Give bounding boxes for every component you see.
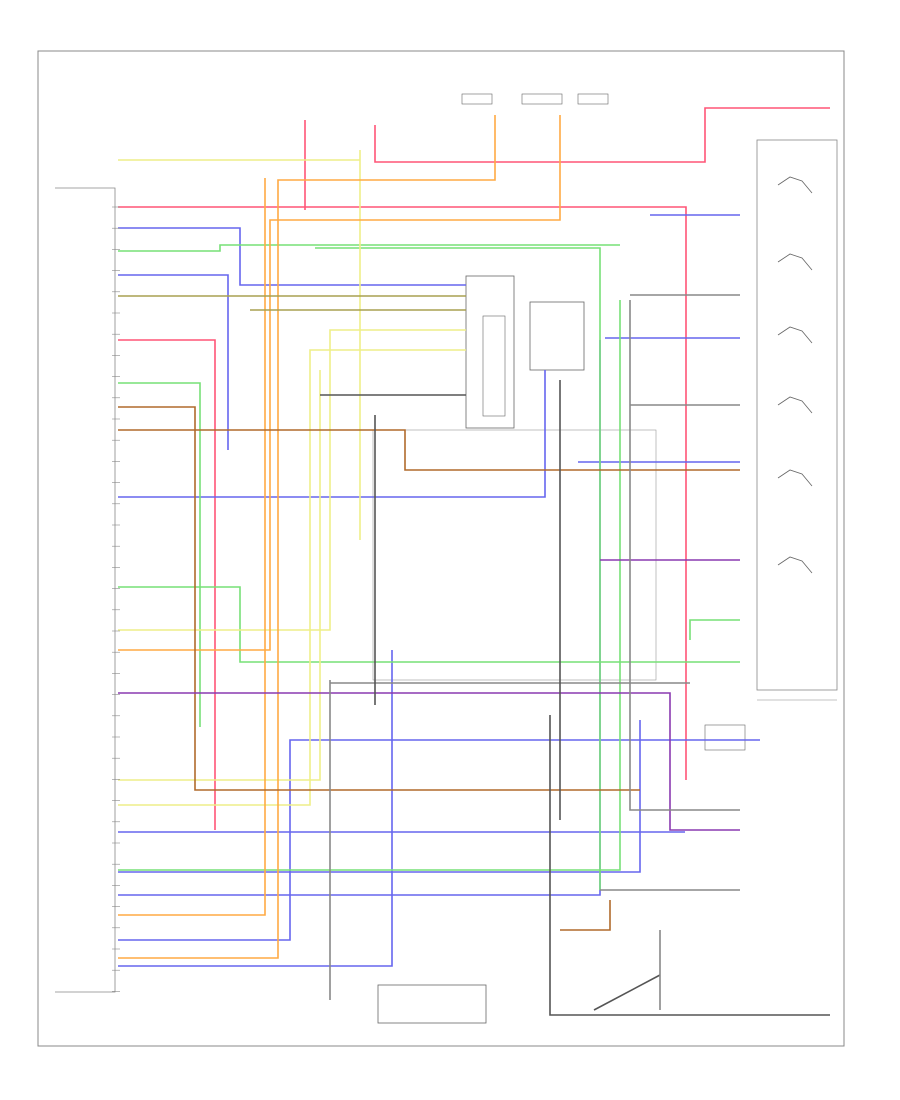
wire-red-main <box>118 206 687 780</box>
sensor-box-3 <box>577 93 609 105</box>
switch-symbol <box>777 396 813 414</box>
wire-blue-5 <box>118 720 641 873</box>
switch-symbol <box>777 253 813 271</box>
diag-connector-inner <box>482 315 506 417</box>
wire-orange-2 <box>118 115 496 959</box>
wire-dark-5 <box>593 974 661 1011</box>
side-module-box <box>704 724 746 751</box>
wire-dark-1 <box>549 715 830 1016</box>
wire-yellow-5 <box>118 370 321 781</box>
wire-blue-1 <box>118 227 466 286</box>
wire-blue-6 <box>118 340 601 896</box>
relay-box <box>529 301 585 371</box>
switch-symbol <box>777 469 813 487</box>
wire-green-4 <box>315 247 601 890</box>
wire-blue-2 <box>118 274 229 450</box>
switch-symbol <box>777 326 813 344</box>
wire-green-2 <box>118 382 201 727</box>
sensor-box-1 <box>461 93 493 105</box>
switch-symbol <box>777 176 813 194</box>
control-unit-box <box>377 984 487 1024</box>
wire-blue-3 <box>118 370 546 498</box>
wire-green-5 <box>689 619 740 640</box>
switches <box>777 176 813 574</box>
wire-green-1 <box>118 244 620 252</box>
wire-blue-7 <box>118 739 760 941</box>
center-region <box>372 429 657 681</box>
switch-panel <box>756 139 838 691</box>
diagram-frame <box>37 50 845 1047</box>
wire-gray-3 <box>629 300 740 811</box>
wire-brown-2 <box>118 406 640 791</box>
ecu-pins <box>112 206 120 992</box>
wire-orange-1 <box>118 115 561 651</box>
wire-green-3 <box>118 586 740 663</box>
ecu-block <box>55 187 116 993</box>
wire-yellow-2 <box>118 349 466 806</box>
wire-brown-3 <box>560 900 611 931</box>
wire-red-2 <box>118 339 216 830</box>
wire-yellow-1 <box>118 329 466 631</box>
switch-symbol <box>777 556 813 574</box>
wire-brown-1 <box>118 429 740 471</box>
wires <box>118 107 830 1016</box>
wire-red-power <box>374 107 830 163</box>
diag-connector-box <box>465 275 515 429</box>
wire-orange-3 <box>118 178 266 916</box>
sensor-box-2 <box>521 93 563 105</box>
wire-blue-8 <box>118 650 393 967</box>
wire-green-6 <box>118 300 621 871</box>
wire-violet-1 <box>118 692 740 831</box>
